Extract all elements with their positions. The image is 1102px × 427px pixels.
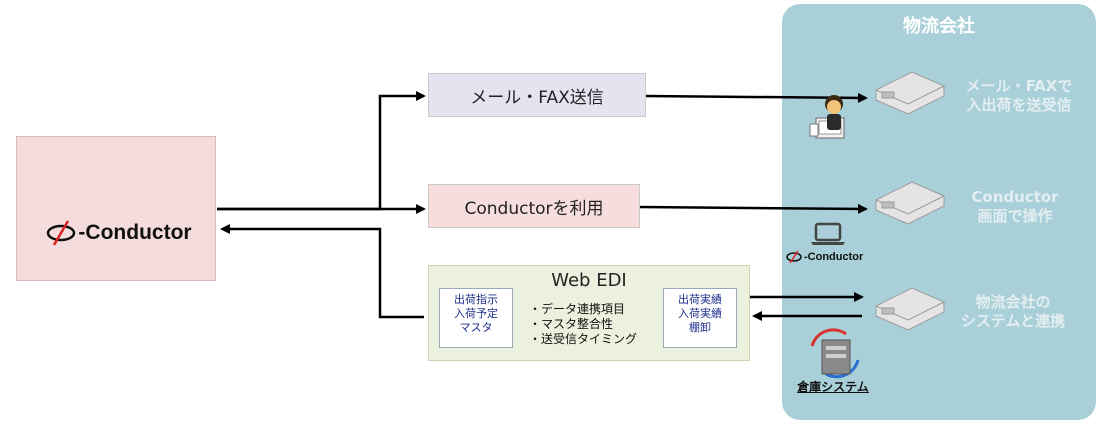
dest-system-label: 物流会社の システムと連携 <box>938 293 1088 331</box>
warehouse-system-label: 倉庫システム <box>797 380 869 394</box>
dest-line: システムと連携 <box>960 312 1066 330</box>
doc-line: 入荷実績 <box>678 307 722 320</box>
operator-person-icon <box>809 95 845 139</box>
bullet-item: ・送受信タイミング <box>529 332 638 346</box>
client-company-box <box>16 136 216 281</box>
web-edi-title: Web EDI <box>551 270 627 291</box>
doc-line: 入荷予定 <box>454 307 498 320</box>
conductor-label: Conductorを利用 <box>464 198 604 219</box>
warehouse-system-icon <box>810 328 860 379</box>
logistics-panel-title: 物流会社 <box>903 16 975 37</box>
small-logo-text: -Conductor <box>804 251 864 263</box>
arrow-from-webedi <box>220 224 424 319</box>
conductor-box: Conductorを利用 <box>428 184 640 228</box>
dest-line: メール・FAXで <box>965 77 1073 95</box>
warehouse-icon-2 <box>875 181 945 225</box>
warehouse-icon-3 <box>875 287 945 331</box>
mail-fax-box: メール・FAX送信 <box>428 73 646 117</box>
bullet-item: ・データ連携項目 <box>529 302 626 316</box>
dest-line: 画面で操作 <box>977 207 1053 225</box>
edi-bullet-list: ・データ連携項目 ・マスタ整合性 ・送受信タイミング <box>529 302 637 347</box>
mail-fax-label: メール・FAX送信 <box>470 87 604 108</box>
phi-symbol-icon <box>47 220 76 246</box>
doc-line: 出荷指示 <box>454 293 498 306</box>
dest-line: 物流会社の <box>975 293 1051 311</box>
small-phi-icon <box>786 250 802 264</box>
doc-line: 出荷実績 <box>678 293 722 306</box>
small-conductor-logo: -Conductor <box>786 250 863 264</box>
edi-right-document: 出荷実績 入荷実績 棚卸 <box>663 288 737 348</box>
doc-line: マスタ <box>459 321 493 334</box>
edi-left-document: 出荷指示 入荷予定 マスタ <box>439 288 513 348</box>
web-edi-box: Web EDI 出荷指示 入荷予定 マスタ ・データ連携項目 ・マスタ整合性 ・… <box>428 265 750 361</box>
arrow-conductor-to-logistics <box>639 203 868 214</box>
dest-line: Conductor <box>971 188 1059 206</box>
dest-conductor-label: Conductor 画面で操作 <box>940 188 1090 226</box>
logo-text: -Conductor <box>78 221 192 244</box>
small-laptop-icon <box>811 222 845 245</box>
doc-line: 棚卸 <box>689 321 711 334</box>
warehouse-icon-1 <box>875 71 945 115</box>
dest-line: 入出荷を送受信 <box>966 96 1072 114</box>
bullet-item: ・マスタ整合性 <box>529 317 614 331</box>
phi-conductor-logo: -Conductor <box>24 220 214 246</box>
dest-mail-fax-label: メール・FAXで 入出荷を送受信 <box>944 77 1094 115</box>
arrow-to-mail <box>217 91 426 211</box>
